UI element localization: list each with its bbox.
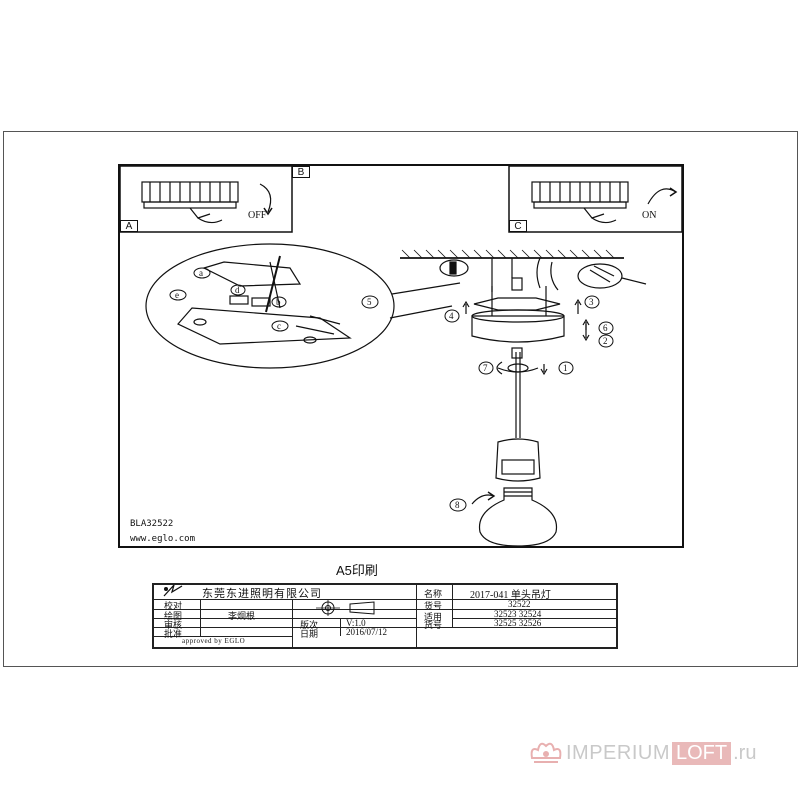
callout-8: 8 [455,500,460,510]
title-block: 东莞东进照明有限公司 校对 绘图 审核 批准 李炯根 版次 V:1.0 日期 2… [152,583,618,649]
row-label-approve: 批准 [164,629,183,639]
company-name: 东莞东进照明有限公司 [202,588,322,600]
rotate-arrow-off [259,183,272,213]
callout-4: 4 [449,311,454,321]
applicable-values-1: 32523 32524 [494,609,542,619]
off-label: OFF [248,210,267,221]
drawer-name: 李炯根 [228,611,256,621]
version-label: 版次 [300,620,319,630]
panel-on-frame [508,166,682,233]
crown-logo-icon [530,742,562,763]
on-label: ON [642,210,657,221]
watermark-domain: .ru [733,741,757,764]
version-value: V:1.0 [346,618,366,628]
terminal-block-off [141,181,239,224]
rotate-arrow-on [647,188,677,205]
callout-c: c [277,321,281,331]
name-label: 名称 [424,589,443,599]
website-text[interactable]: www.eglo.com [130,534,196,544]
watermark-brand-highlight: LOFT [672,741,732,765]
light-bulb [478,487,558,546]
applicable-label: 适用 [424,612,443,622]
panel-label-a: A [120,220,138,232]
panel-label-b: B [292,166,310,178]
date-label: 日期 [300,629,319,639]
callout-3: 3 [589,297,594,307]
model-number: BLA32522 [130,519,174,529]
panel-off-frame [120,166,293,233]
assembly-diagram: a e d b c 5 4 3 6 2 7 1 8 [120,166,682,546]
detail-circle [145,243,395,369]
drawing-sheet [3,131,798,667]
canopy [471,315,565,343]
item-no-value: 32522 [508,599,531,609]
callout-e: e [175,290,179,300]
watermark-brand: IMPERIUM [566,741,670,764]
panel-label-c: C [509,220,527,232]
watermark: IMPERIUM LOFT .ru [526,736,756,770]
lamp-holder [495,438,541,482]
callout-2: 2 [603,336,608,346]
print-note: A5印刷 [336,563,378,578]
callout-a: a [199,268,203,278]
company-logo [163,584,183,597]
row-label-check: 校对 [164,601,183,611]
callout-6: 6 [603,323,608,333]
terminal-block-on [531,181,629,224]
row-label-review: 审核 [164,620,183,630]
name-value: 2017-041 单头吊灯 [470,590,551,601]
callout-d: d [235,285,240,295]
callout-1: 1 [563,363,568,373]
row-label-draw: 绘图 [164,611,183,621]
callout-5: 5 [367,297,372,307]
projection-symbol [316,600,375,616]
approved-by: approved by EGLO [182,637,246,645]
item-no-label: 货号 [424,601,443,611]
callout-b: b [276,297,281,307]
assembly-drawing-frame: a e d b c 5 4 3 6 2 7 1 8 B A C OFF ON B… [118,164,684,548]
applicable-label-2: 货号 [424,620,443,630]
applicable-values-2: 32525 32526 [494,618,542,628]
callout-7: 7 [483,363,488,373]
date-value: 2016/07/12 [346,627,388,637]
mounting-bracket [473,297,561,311]
